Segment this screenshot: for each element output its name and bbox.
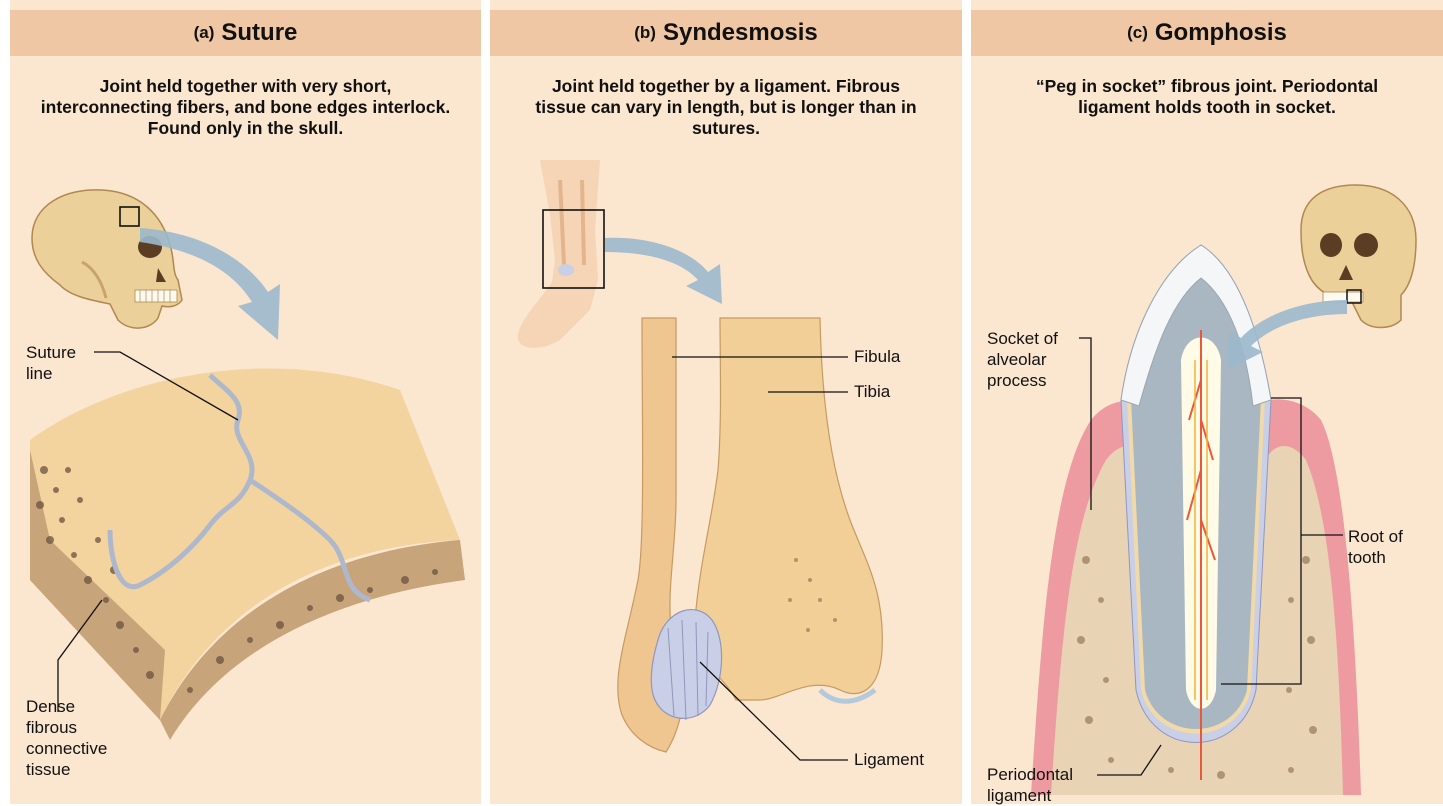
skull-icon <box>32 190 182 328</box>
label-suture-line: Suture line <box>26 342 76 384</box>
label-line: alveolar <box>987 349 1058 370</box>
label-line: fibrous <box>26 717 107 738</box>
label-dense-fibrous-tissue: Dense fibrous connective tissue <box>26 696 107 780</box>
label-line: Periodontal <box>987 764 1073 785</box>
label-tibia: Tibia <box>854 381 890 402</box>
label-ligament: Ligament <box>854 749 924 770</box>
panel-suture: (a) Suture Joint held together with very… <box>10 0 481 804</box>
label-periodontal-ligament: Periodontal ligament <box>987 764 1073 806</box>
gomphosis-illustration <box>971 0 1443 804</box>
label-line: Suture <box>26 342 76 363</box>
tibia-bone-icon <box>694 318 882 701</box>
label-line: Dense <box>26 696 107 717</box>
tooth-icon <box>1121 245 1271 780</box>
label-fibula: Fibula <box>854 346 900 367</box>
bone-block-icon <box>30 369 465 740</box>
syndesmosis-illustration <box>490 0 962 804</box>
leg-foot-icon <box>518 160 604 348</box>
panel-syndesmosis: (b) Syndesmosis Joint held together by a… <box>490 0 962 804</box>
magnify-arrow-icon <box>605 238 722 304</box>
label-root-of-tooth: Root of tooth <box>1348 526 1403 568</box>
label-line: process <box>987 370 1058 391</box>
label-line: tissue <box>26 759 107 780</box>
label-line: Root of <box>1348 526 1403 547</box>
label-line: Socket of <box>987 328 1058 349</box>
label-line: line <box>26 363 76 384</box>
label-socket-alveolar-process: Socket of alveolar process <box>987 328 1058 391</box>
panel-gomphosis: (c) Gomphosis “Peg in socket” fibrous jo… <box>971 0 1443 804</box>
suture-illustration <box>10 0 481 804</box>
label-line: tooth <box>1348 547 1403 568</box>
label-line: connective <box>26 738 107 759</box>
label-line: ligament <box>987 785 1073 806</box>
